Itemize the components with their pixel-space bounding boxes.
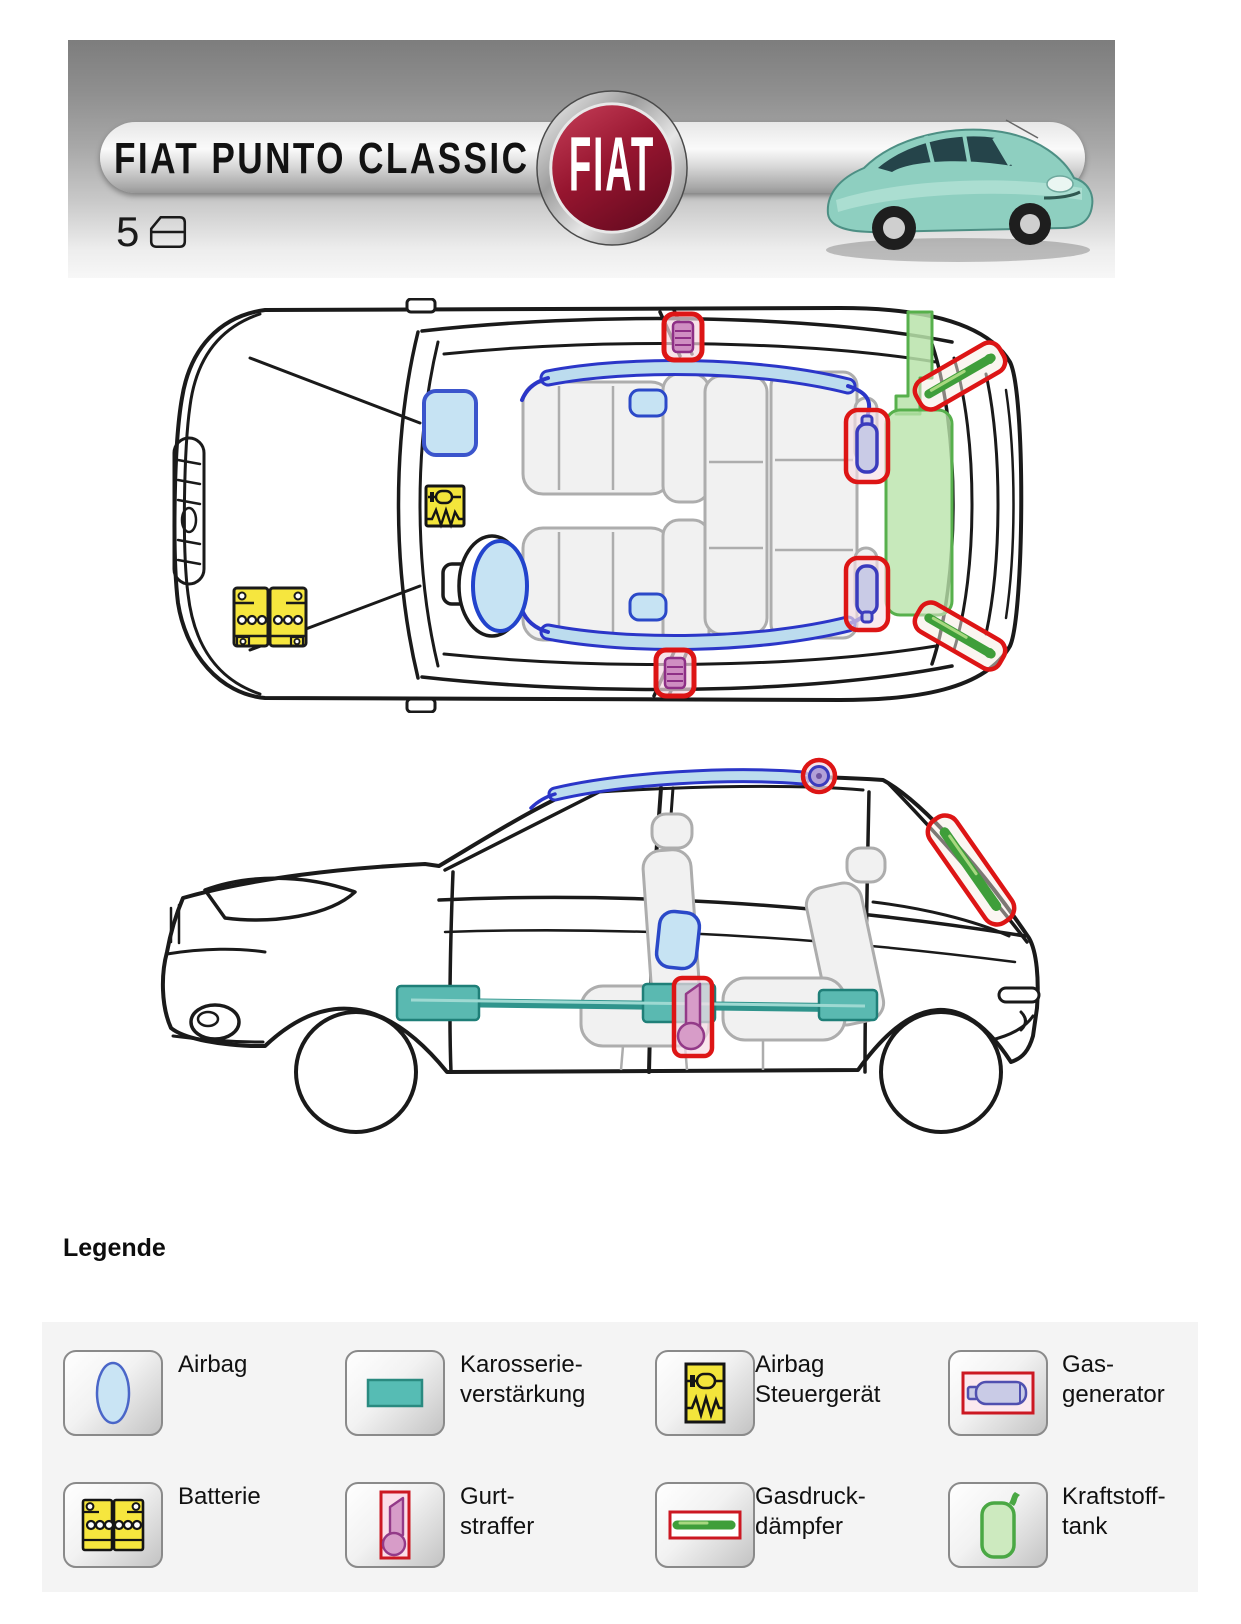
legend-item-body-reinforcement [345,1350,445,1436]
legend-label-belt-tensioner: Gurt- straffer [460,1483,535,1540]
header-banner: FIAT PUNTO CLASSIC FIAT [68,40,1115,278]
airbag-control-unit-icon [684,1362,726,1424]
airbag-icon [95,1361,131,1425]
legend-label-body-reinforcement: Karosserie- verstärkung [460,1351,586,1408]
legend-label-battery: Batterie [178,1483,261,1510]
side-airbag-right-seat [628,592,668,622]
top-view-diagram [172,298,1024,713]
gas-pressure-damper-top-right [912,600,1008,672]
body-reinforcement-icon [366,1378,424,1408]
side-airbag-seat-side [654,909,702,971]
gas-pressure-damper-top-left [912,340,1008,412]
rear-seat-side [721,846,887,1070]
fuel-tank-icon [980,1492,1020,1559]
side-airbag-left-seat [628,388,668,418]
fiat-logo: FIAT [536,90,688,246]
front-grille [172,436,206,586]
headlight [203,876,357,922]
gas-generator-rear-right [843,555,891,633]
legend-label-gas-generator: Gas- generator [1062,1351,1165,1408]
passenger-airbag [422,389,478,457]
belt-tensioner-side [671,975,715,1059]
car-windows [878,136,1012,172]
driver-airbag-steering [441,534,529,638]
gas-generator-rear-left [843,407,891,485]
legend-item-gas-pressure-damper [655,1482,755,1568]
legend-item-airbag [63,1350,163,1436]
legend-item-battery [63,1482,163,1568]
door-count: 5 [116,208,140,255]
legend-item-fuel-tank [948,1482,1048,1568]
left-mirror [405,298,437,314]
gas-pressure-damper-side [925,813,1017,927]
curtain-gas-generator-side [800,757,838,795]
rear-wheel [879,1010,1003,1134]
legend-label-airbag: Airbag [178,1351,248,1378]
car-door-icon [150,216,187,248]
belt-tensioner-bpillar-right [653,647,697,699]
gas-pressure-damper-icon [668,1510,742,1540]
legend-label-fuel-tank: Kraftstoff- tank [1062,1483,1166,1540]
taillight [997,986,1041,1004]
airbag-control-unit-top [424,484,466,529]
right-mirror [405,697,437,713]
legend-item-gas-generator [948,1350,1048,1436]
gas-generator-icon [961,1371,1035,1415]
legend-item-belt-tensioner [345,1482,445,1568]
legend-panel: Airbag Karosserie- verstärkung Airbag St… [42,1322,1198,1592]
belt-tensioner-icon [379,1490,411,1560]
battery-icon [81,1498,145,1552]
legend-heading: Legende [63,1234,166,1262]
side-view-diagram [160,757,1041,1134]
legend-label-gas-pressure-damper: Gasdruck- dämpfer [755,1483,866,1540]
fiat-logo-text: FIAT [569,121,655,208]
door-count-row: 5 [116,208,189,256]
legend-label-airbag-control-unit: Airbag Steuergerät [755,1351,881,1408]
battery-top [232,586,308,648]
front-wheel [294,1010,418,1134]
car-body-outline-side [160,774,1041,1134]
legend-item-airbag-control-unit [655,1350,755,1436]
page-title: FIAT PUNTO CLASSIC [114,134,530,183]
car-photo [826,119,1094,262]
belt-tensioner-bpillar-left [661,311,705,363]
